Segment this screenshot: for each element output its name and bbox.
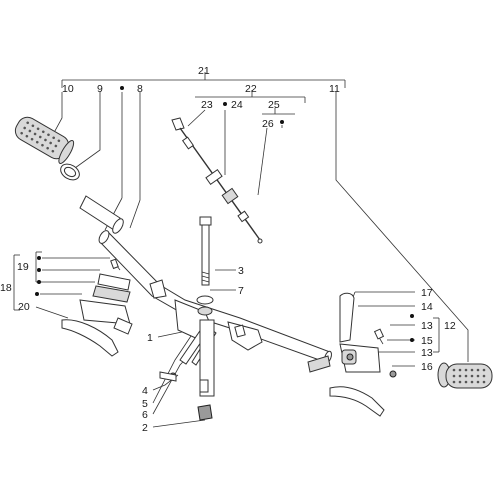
cable-assembly [171,117,263,244]
callout-1: 1 [147,332,153,344]
grip-ring [60,163,80,181]
callout-3: 3 [238,265,244,277]
callout-labels: 21 10 9 8 22 11 23 24 25 26 19 18 20 3 7… [0,65,456,434]
brake-master-cylinder-left [61,258,167,357]
callout-15: 15 [421,335,433,347]
throttle-tube [79,195,124,234]
callout-20: 20 [18,301,30,313]
callout-2: 2 [142,422,148,434]
callout-13-upper: 13 [421,320,433,332]
callout-21: 21 [198,65,210,77]
callout-12: 12 [444,320,456,332]
brake-master-cylinder-right [307,292,397,417]
callout-26: 26 [262,118,274,130]
washer [196,295,214,305]
callout-6: 6 [142,409,148,421]
handlebar [98,230,332,364]
callout-5: 5 [142,398,148,410]
callout-4: 4 [142,385,148,397]
leader-lines [13,72,469,428]
steering-bolt [199,216,212,286]
callout-14: 14 [421,301,433,313]
callout-11: 11 [329,83,340,95]
steering-stem [159,319,217,421]
callout-8: 8 [137,83,143,95]
spacer [197,306,213,316]
callout-16: 16 [421,361,433,373]
callout-19: 19 [17,261,29,273]
callout-18: 18 [0,282,12,294]
callout-17: 17 [421,287,433,299]
callout-25: 25 [268,99,280,111]
bullet-dots [35,86,414,342]
callout-22: 22 [245,83,257,95]
callout-24: 24 [231,99,243,111]
callout-7: 7 [238,285,244,297]
callout-10: 10 [62,83,74,95]
callout-13-lower: 13 [421,347,433,359]
callout-23: 23 [201,99,213,111]
callout-9: 9 [97,83,103,95]
left-grip [14,116,75,164]
right-grip [437,362,493,389]
